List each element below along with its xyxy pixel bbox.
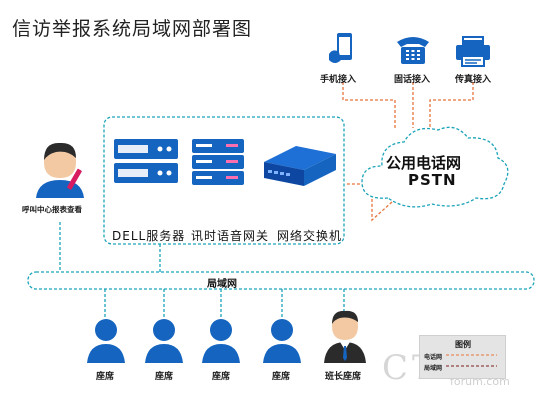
network-switch-icon [264, 146, 336, 186]
pstn-cloud-subtitle: PSTN [408, 171, 457, 189]
fax-icon [456, 36, 490, 67]
landline-phone-icon [397, 37, 429, 64]
legend-lan-label: 局域网 [424, 365, 443, 372]
seat-person-4-icon [263, 319, 301, 363]
network-switch-label: 网络交换机 [277, 229, 343, 243]
seat-person-3-icon [202, 319, 240, 363]
seat-2-label: 座席 [155, 372, 174, 382]
landline-access-label: 固话接入 [394, 75, 431, 85]
server-group-box [103, 116, 345, 245]
dell-server-label: DELL服务器 [112, 229, 186, 243]
voice-gateway-label: 讯时语音网关 [191, 229, 270, 243]
supervisor-person-icon [324, 310, 366, 363]
voice-gateway-icon [192, 139, 244, 185]
seat-person-1-icon [87, 319, 125, 363]
mobile-access-label: 手机接入 [320, 75, 357, 85]
seat-4-label: 座席 [272, 372, 291, 382]
seat-1-label: 座席 [96, 372, 115, 382]
lan-label: 局域网 [207, 279, 237, 290]
legend-lines [446, 354, 497, 367]
lan-bus [27, 271, 535, 290]
legend-title: 图例 [455, 340, 471, 349]
legend-phone-label: 电话网 [424, 354, 443, 361]
fax-link-line [429, 82, 474, 128]
seat-person-2-icon [145, 319, 183, 363]
pstn-gateway-line [345, 183, 393, 222]
pstn-cloud-icon [361, 126, 509, 208]
call-center-monitor-person-icon [36, 142, 84, 198]
page-title: 信访举报系统局域网部署图 [12, 18, 253, 40]
pstn-cloud-title: 公用电话网 [386, 154, 462, 172]
supervisor-seat-label: 班长座席 [325, 372, 362, 382]
mobile-phone-icon [329, 33, 352, 63]
call-center-monitor-label: 呼叫中心报表查看 [22, 205, 82, 214]
legend-box [419, 335, 506, 379]
fax-access-label: 传真接入 [455, 75, 492, 85]
dell-server-icon [114, 139, 178, 183]
seat-3-label: 座席 [212, 372, 231, 382]
